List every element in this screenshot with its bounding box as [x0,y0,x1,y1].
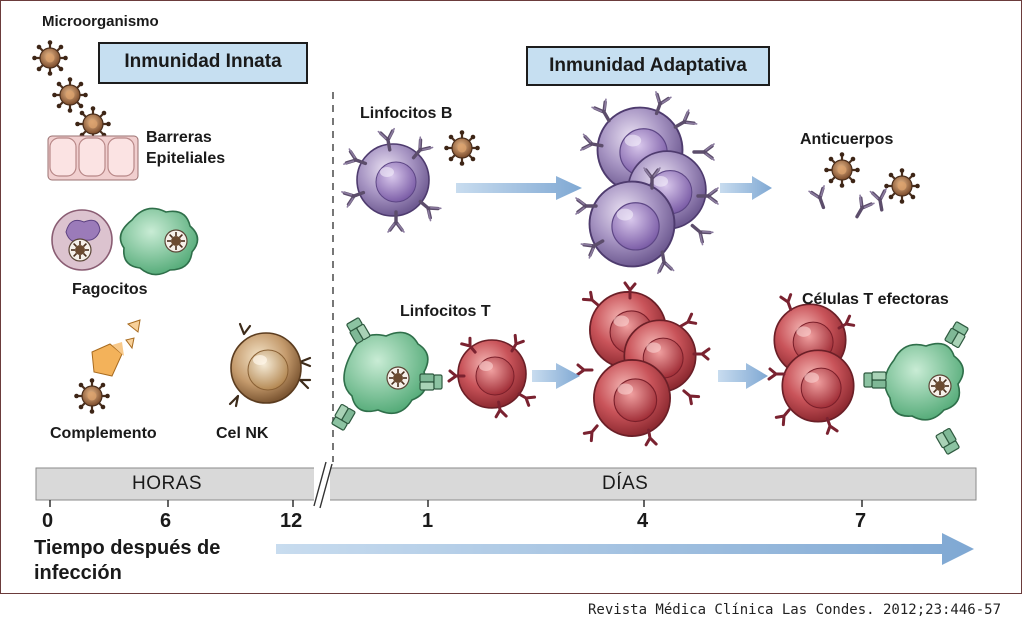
t-lymphocyte-naive [447,333,537,420]
t-lymphocyte-clones [575,281,711,448]
arrow-b-antibodies [720,176,772,200]
timeline-band [35,461,977,509]
tick-6: 6 [160,510,172,532]
tick-12: 12 [280,510,303,532]
label-effector-t-cells: Células T efectoras [802,291,949,308]
label-microorganism: Microorganismo [42,13,159,30]
label-b-lymphocytes: Linfocitos B [360,105,453,122]
adaptive-immunity-title: Inmunidad Adaptativa [526,46,770,86]
timeline-hours-label: HORAS [132,473,203,494]
label-complement: Complemento [50,425,157,442]
antibodies-with-microbes [807,151,921,223]
innate-immunity-title: Inmunidad Innata [98,42,308,84]
label-antibodies: Anticuerpos [800,131,894,148]
arrow-t-activation [532,363,580,389]
citation: Revista Médica Clínica Las Condes. 2012;… [588,602,1002,618]
label-phagocytes: Fagocitos [72,281,148,298]
arrow-b-activation [456,176,582,200]
tick-4: 4 [637,510,649,532]
timeline-days-label: DÍAS [602,473,649,494]
antigen-presenting-cell [330,316,443,432]
time-progression-arrow [276,533,974,565]
label-barriers-line2: Epiteliales [146,150,226,167]
b-lymphocyte-clones [574,90,720,275]
tick-7: 7 [855,510,867,532]
complement-fragments [73,319,141,415]
timeline-tick-marks [49,500,863,507]
label-t-lymphocytes: Linfocitos T [400,303,491,320]
axis-title-line1: Tiempo después de [34,537,221,559]
nk-cell [228,322,312,408]
label-barriers-line1: Barreras [146,129,212,146]
phagocyte-cells [51,207,199,276]
tick-1: 1 [422,510,434,532]
arrow-t-effectors [718,363,768,389]
epithelial-barrier-cells [47,135,139,181]
tick-0: 0 [42,510,54,532]
label-nk-cell: Cel NK [216,425,269,442]
axis-title-line2: infección [34,562,122,584]
effector-t-cells [767,292,970,456]
b-lymphocyte-naive [340,127,481,234]
